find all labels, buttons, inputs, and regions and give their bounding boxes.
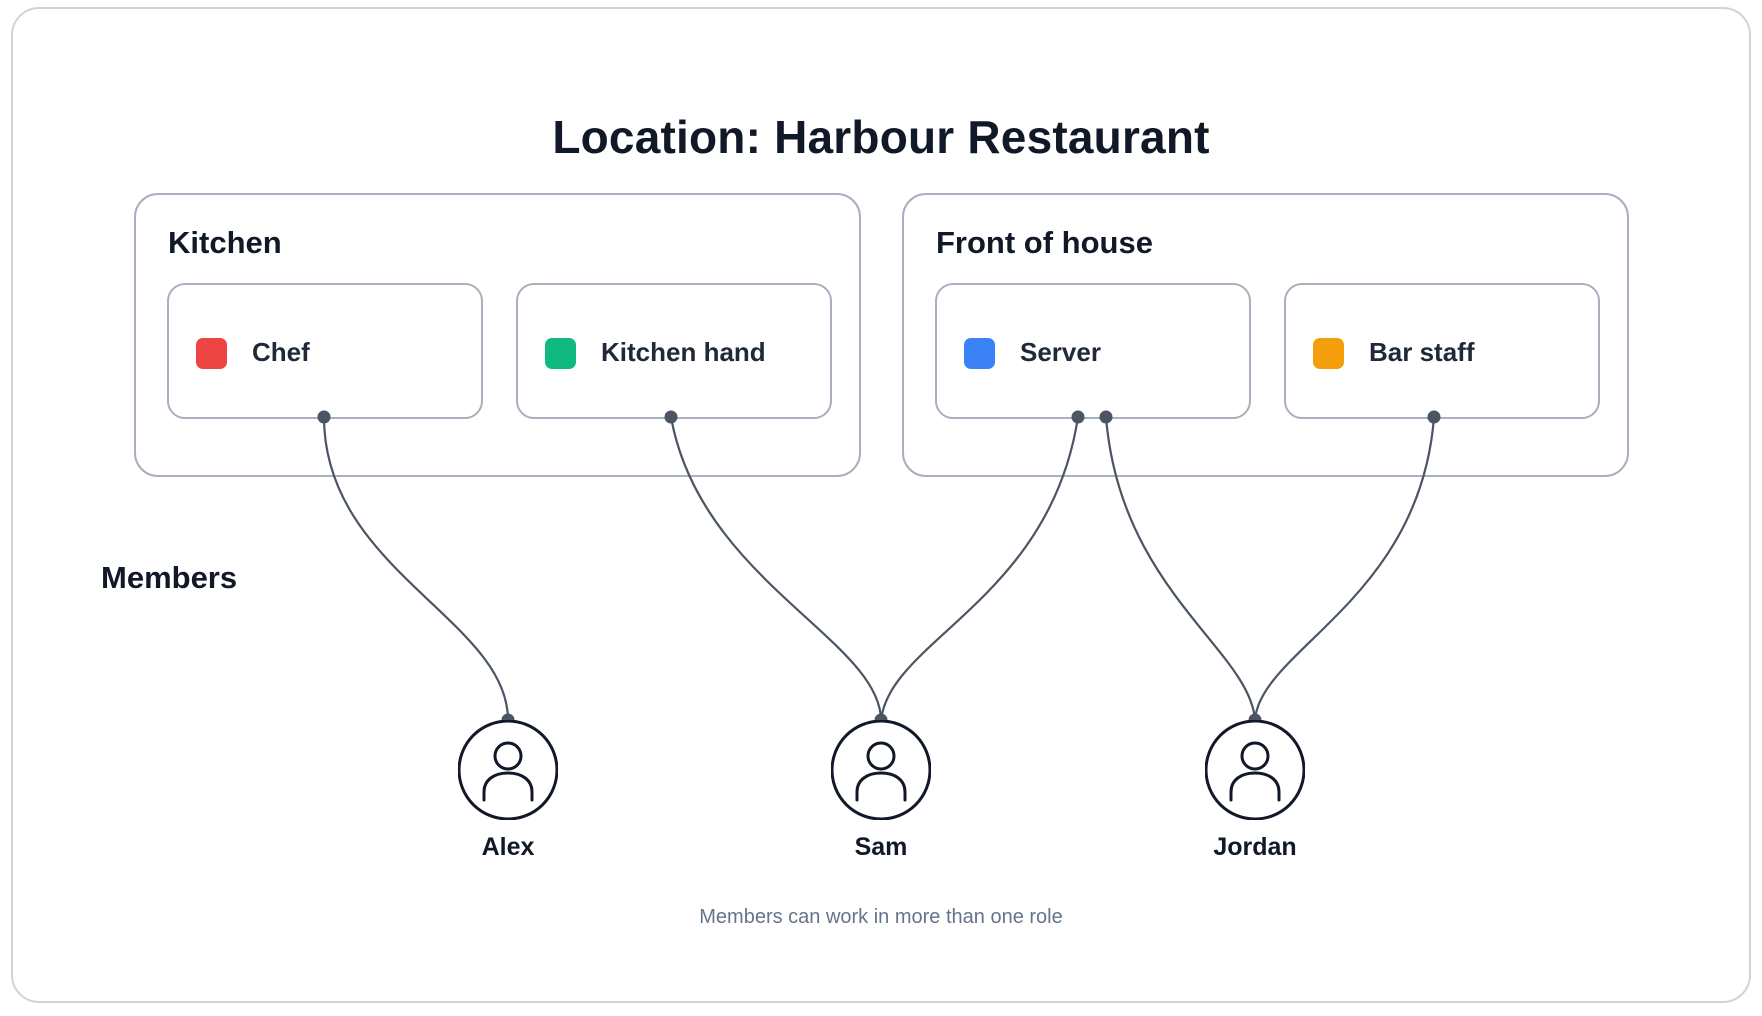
members-heading: Members xyxy=(101,560,238,595)
connector-server-sam xyxy=(879,416,1080,721)
group-front-of-house: Front of house Server Bar staff xyxy=(902,193,1629,477)
group-title-front-of-house: Front of house xyxy=(936,225,1153,260)
footnote: Members can work in more than one role xyxy=(699,906,1063,928)
connector-server-jordan xyxy=(1104,416,1257,721)
member-alex[interactable]: Alex xyxy=(438,720,578,870)
connector-dot-bar-staff xyxy=(1427,410,1441,424)
diagram-frame xyxy=(11,7,1751,1003)
role-color-swatch-bar-staff xyxy=(1313,338,1344,369)
member-name-sam: Sam xyxy=(854,833,908,861)
person-icon xyxy=(458,720,558,820)
member-name-jordan: Jordan xyxy=(1213,833,1297,861)
person-icon xyxy=(1205,720,1305,820)
role-color-swatch-server xyxy=(964,338,995,369)
group-kitchen: Kitchen Chef Kitchen hand xyxy=(134,193,861,477)
role-color-swatch-kitchen-hand xyxy=(545,338,576,369)
member-jordan[interactable]: Jordan xyxy=(1185,720,1325,870)
member-sam[interactable]: Sam xyxy=(811,720,951,870)
role-card-server[interactable]: Server xyxy=(935,283,1251,419)
connector-kitchen-hand-sam xyxy=(669,416,883,721)
connector-dot-server-a xyxy=(1071,410,1085,424)
group-title-kitchen: Kitchen xyxy=(168,225,282,260)
role-label-bar-staff: Bar staff xyxy=(1369,337,1475,367)
role-color-swatch-chef xyxy=(196,338,227,369)
role-label-chef: Chef xyxy=(252,337,310,367)
connector-dot-chef xyxy=(317,410,331,424)
person-icon xyxy=(831,720,931,820)
connector-bar-staff-jordan xyxy=(1253,416,1436,721)
role-card-chef[interactable]: Chef xyxy=(167,283,483,419)
connector-dot-server-b xyxy=(1099,410,1113,424)
location-title: Location: Harbour Restaurant xyxy=(552,111,1210,163)
member-name-alex: Alex xyxy=(481,833,535,861)
connector-chef-alex xyxy=(322,416,510,721)
role-label-kitchen-hand: Kitchen hand xyxy=(601,337,766,367)
role-label-server: Server xyxy=(1020,337,1101,367)
connector-dot-kitchen-hand xyxy=(664,410,678,424)
role-card-bar-staff[interactable]: Bar staff xyxy=(1284,283,1600,419)
